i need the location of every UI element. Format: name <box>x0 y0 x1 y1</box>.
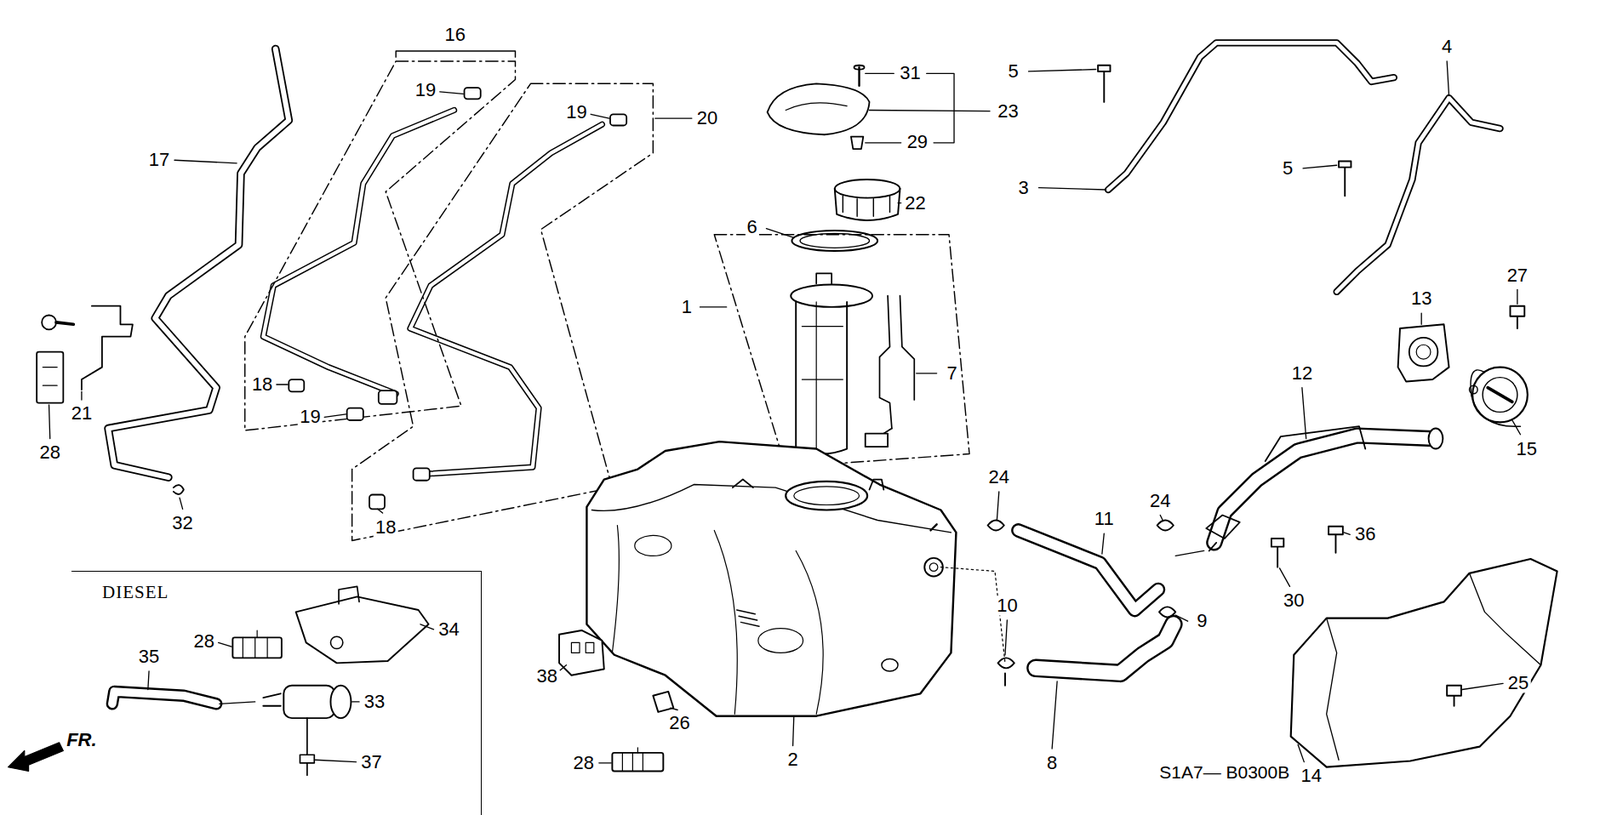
callout-number: 36 <box>1353 525 1378 545</box>
callout-number: 19 <box>297 407 322 428</box>
callout-number: 31 <box>897 63 922 84</box>
callout-number: 7 <box>945 363 960 383</box>
callout-number: 24 <box>1148 491 1172 511</box>
callout-number: 11 <box>1092 509 1116 530</box>
front-direction-label: FR. <box>64 731 98 751</box>
callout-number: 19 <box>564 102 589 122</box>
callout-number: 21 <box>69 403 94 423</box>
callout-number: 1 <box>680 297 694 317</box>
callout-number: 35 <box>137 647 161 668</box>
inset-title: DIESEL <box>102 582 169 604</box>
callout-number: 22 <box>902 193 927 213</box>
callout-number: 5 <box>1005 61 1020 81</box>
callout-number: 24 <box>987 468 1012 488</box>
callout-number: 5 <box>1280 158 1295 178</box>
callout-number: 37 <box>359 752 383 772</box>
callout-number: 9 <box>1194 611 1209 632</box>
callout-number: 28 <box>38 443 63 463</box>
callout-number: 18 <box>250 374 275 395</box>
callout-number: 23 <box>995 101 1020 121</box>
callout-number: 2 <box>785 750 800 771</box>
callout-number: 6 <box>745 217 760 238</box>
callout-number: 20 <box>695 108 720 129</box>
callout-number: 33 <box>362 691 387 712</box>
callout-number: 15 <box>1514 439 1538 459</box>
callout-number: 26 <box>667 714 692 734</box>
callout-number: 16 <box>442 24 467 45</box>
callout-number: 32 <box>170 514 195 534</box>
callout-number: 38 <box>534 666 559 686</box>
callout-number: 3 <box>1016 177 1030 198</box>
diagram-code: S1A7— B0300B <box>1157 763 1292 783</box>
inset-panel: DIESEL <box>71 571 482 815</box>
callout-number: 28 <box>192 632 217 652</box>
callout-number: 19 <box>413 80 438 100</box>
callout-number: 4 <box>1440 37 1454 58</box>
callout-number: 12 <box>1290 363 1315 383</box>
callout-number: 27 <box>1505 265 1530 286</box>
callout-number: 34 <box>436 619 461 640</box>
callout-number: 18 <box>373 517 398 538</box>
callout-number: 17 <box>147 150 172 171</box>
callout-number: 28 <box>571 753 596 773</box>
callout-number: 29 <box>905 131 930 152</box>
callout-number: 13 <box>1409 289 1434 309</box>
callout-number: 30 <box>1281 591 1306 612</box>
callout-number: 8 <box>1045 753 1059 773</box>
callout-number: 14 <box>1298 766 1323 787</box>
callout-number: 10 <box>994 596 1019 617</box>
callout-number: 25 <box>1506 674 1531 694</box>
